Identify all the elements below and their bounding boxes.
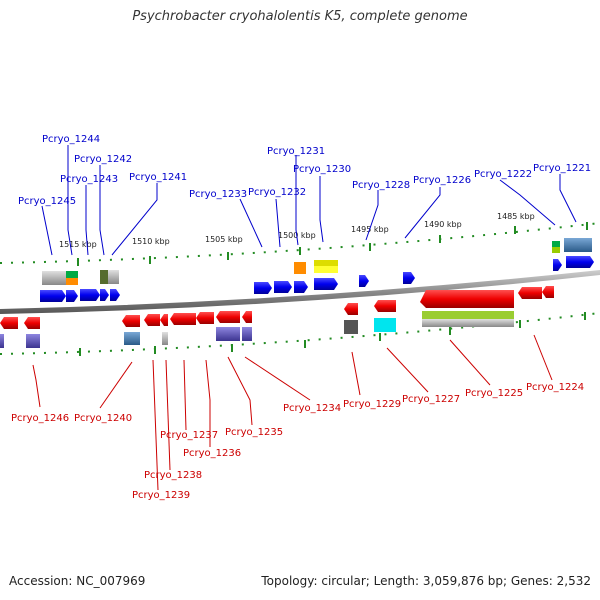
gene-pcryo-1246[interactable] [0,317,18,329]
gene-label[interactable]: Pcryo_1233 [189,189,247,200]
scale-label: 1505 kbp [205,235,243,244]
forward-annotations [42,238,592,285]
gene-label[interactable]: Pcryo_1222 [474,169,532,180]
gene-label[interactable]: Pcryo_1226 [413,175,471,186]
gene-label[interactable]: Pcryo_1229 [343,399,401,410]
gene-pcryo-1234[interactable] [242,311,252,323]
gene-pcryo-1233[interactable] [254,282,272,294]
gene-pcryo-1223[interactable] [542,286,554,298]
top-gene-labels: Pcryo_1244 Pcryo_1242 Pcryo_1243 Pcryo_1… [18,134,591,207]
accession-text: Accession: NC_007969 [9,574,146,588]
gene-label[interactable]: Pcryo_1232 [248,187,306,198]
scale-arc-bottom [0,312,600,355]
gene-pcryo-1232[interactable] [274,281,292,293]
gene-pcryo-1227[interactable] [374,300,396,312]
gene-pcryo-1245[interactable] [40,290,66,302]
gene-label[interactable]: Pcryo_1243 [60,174,118,185]
gene-label[interactable]: Pcryo_1221 [533,163,591,174]
gene-pcryo-1245b[interactable] [66,290,78,302]
gene-pcryo-1228[interactable] [359,275,369,287]
gene-label[interactable]: Pcryo_1236 [183,448,241,459]
top-callout-lines [41,145,577,256]
gene-pcryo-1229[interactable] [344,303,358,315]
gene-pcryo-1230[interactable] [314,278,338,290]
gene-pcryo-1235[interactable] [216,311,240,323]
gene-label[interactable]: Pcryo_1244 [42,134,100,145]
gene-label[interactable]: Pcryo_1230 [293,164,351,175]
gene-pcryo-1239[interactable] [144,314,160,326]
bottom-gene-labels: Pcryo_1246 Pcryo_1240 Pcryo_1237 Pcryo_1… [11,382,584,501]
scale-label: 1490 kbp [424,220,462,229]
scale-label: 1485 kbp [497,212,535,221]
scale-label: 1510 kbp [132,237,170,246]
gene-label[interactable]: Pcryo_1227 [402,394,460,405]
gene-pcryo-1222[interactable] [553,259,562,271]
gene-pcryo-1231[interactable] [294,281,308,293]
genome-summary: Topology: circular; Length: 3,059,876 bp… [261,574,591,588]
gene-label[interactable]: Pcryo_1237 [160,430,218,441]
gene-pcryo-1240[interactable] [122,315,140,327]
gene-label[interactable]: Pcryo_1238 [144,470,202,481]
bottom-callout-lines [32,334,553,491]
map-title: Psychrobacter cryohalolentis K5, complet… [132,9,468,24]
gene-pcryo-1243[interactable] [100,289,109,301]
gene-pcryo-1221[interactable] [566,256,594,268]
gene-label[interactable]: Pcryo_1225 [465,388,523,399]
forward-genes [40,256,594,302]
gene-pcryo-1246b[interactable] [24,317,40,329]
major-ticks [77,222,588,356]
gene-pcryo-1241[interactable] [110,289,120,301]
gene-pcryo-1236[interactable] [196,312,214,324]
gene-label[interactable]: Pcryo_1241 [129,172,187,183]
gene-label[interactable]: Pcryo_1246 [11,413,69,424]
reverse-genes [0,286,554,329]
gene-label[interactable]: Pcryo_1239 [132,490,190,501]
gene-label[interactable]: Pcryo_1224 [526,382,584,393]
reverse-annotations [0,311,514,348]
gene-pcryo-1226[interactable] [403,272,415,284]
gene-label[interactable]: Pcryo_1242 [74,154,132,165]
scale-label: 1515 kbp [59,240,97,249]
gene-pcryo-1224[interactable] [518,287,542,299]
gene-label[interactable]: Pcryo_1240 [74,413,132,424]
gene-pcryo-1225[interactable] [420,290,514,308]
gene-label[interactable]: Pcryo_1245 [18,196,76,207]
scale-labels: 1515 kbp 1510 kbp 1505 kbp 1500 kbp 1495… [59,212,535,249]
gene-pcryo-1238[interactable] [160,314,168,326]
gene-pcryo-1237[interactable] [170,313,196,325]
gene-label[interactable]: Pcryo_1228 [352,180,410,191]
gene-label[interactable]: Pcryo_1231 [267,146,325,157]
gene-label[interactable]: Pcryo_1235 [225,427,283,438]
gene-pcryo-1244[interactable] [80,289,100,301]
gene-label[interactable]: Pcryo_1234 [283,403,341,414]
genome-backbone [0,270,600,314]
